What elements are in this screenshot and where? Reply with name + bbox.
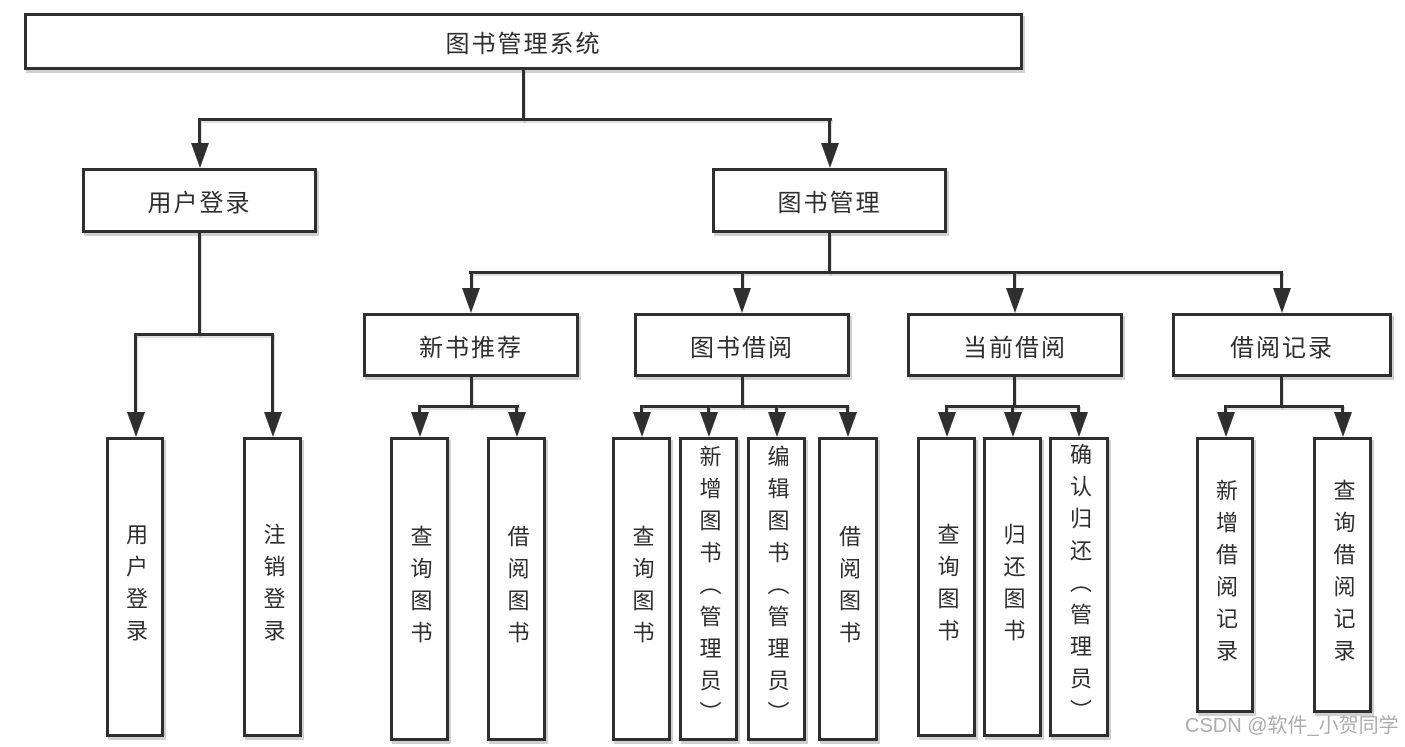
connector-drop-query3 <box>945 405 948 415</box>
arrow-down-confirm-return <box>1070 412 1088 437</box>
connector-drop-user-login <box>198 118 201 148</box>
connector-book-borrow-stem <box>741 377 744 408</box>
connector-new-book-rail <box>418 405 519 408</box>
connector-drop-borrow-records <box>1280 271 1283 290</box>
connector-book-mgmt-rail <box>469 271 1283 274</box>
node-book-management-label: 图书管理 <box>777 190 882 217</box>
node-user-login-label: 用户登录 <box>147 190 252 217</box>
connector-root-stem <box>522 70 525 121</box>
connector-book-borrow-rail <box>640 405 849 408</box>
arrow-down-add-record <box>1217 412 1235 437</box>
connector-drop-borrow1 <box>515 405 518 415</box>
connector-drop-query1 <box>418 405 421 415</box>
arrow-down-edit-book <box>768 412 786 437</box>
leaf-return-book-label: 归还图书 <box>1000 523 1026 651</box>
leaf-add-book-admin: 新增图书（管理员） <box>679 437 738 741</box>
node-book-borrow: 图书借阅 <box>634 313 850 377</box>
arrow-down-leaf-login <box>127 412 145 437</box>
connector-drop-confirm-return <box>1077 405 1080 415</box>
leaf-borrow-books-2-label: 借阅图书 <box>836 525 861 653</box>
connector-drop-book-borrow <box>741 271 744 290</box>
node-user-login: 用户登录 <box>82 168 317 233</box>
leaf-query-borrow-record-label: 查询借阅记录 <box>1330 479 1356 671</box>
connector-current-borrow-stem <box>1013 377 1016 408</box>
leaf-user-login-label: 用户登录 <box>123 523 148 651</box>
node-borrow-records: 借阅记录 <box>1172 313 1392 377</box>
leaf-add-borrow-record: 新增借阅记录 <box>1196 437 1254 713</box>
leaf-edit-book-admin-label: 编辑图书（管理员） <box>764 445 790 733</box>
leaf-edit-book-admin: 编辑图书（管理员） <box>747 437 806 741</box>
arrow-down-book-borrow <box>733 288 751 313</box>
arrow-down-new-book <box>462 288 480 313</box>
connector-drop-leaf-logout <box>271 333 274 415</box>
leaf-query-borrow-record: 查询借阅记录 <box>1313 437 1372 713</box>
node-library-system: 图书管理系统 <box>24 13 1023 70</box>
leaf-query-books-recommend-label: 查询图书 <box>407 525 433 653</box>
node-new-book-recommend-label: 新书推荐 <box>419 334 523 362</box>
connector-drop-query-record <box>1341 405 1344 415</box>
connector-drop-leaf-login <box>134 333 137 415</box>
connector-drop-query2 <box>640 405 643 415</box>
leaf-logout: 注销登录 <box>243 437 302 737</box>
leaf-confirm-return-admin: 确认归还（管理员） <box>1049 437 1109 737</box>
arrow-down-return-book <box>1004 412 1022 437</box>
leaf-query-books-recommend: 查询图书 <box>390 437 449 741</box>
leaf-confirm-return-admin-label: 确认归还（管理员） <box>1067 443 1092 731</box>
arrow-down-borrow1 <box>508 412 526 437</box>
leaf-query-books-borrow: 查询图书 <box>612 437 671 741</box>
connector-drop-add-record <box>1224 405 1227 415</box>
leaf-return-book: 归还图书 <box>983 437 1042 737</box>
arrow-down-current-borrow <box>1006 288 1024 313</box>
leaf-borrow-books-recommend: 借阅图书 <box>487 437 546 741</box>
csdn-watermark: CSDN @软件_小贺同学 <box>1185 715 1399 737</box>
connector-new-book-stem <box>470 377 473 408</box>
connector-user-login-rail <box>134 333 274 336</box>
connector-drop-current-borrow <box>1013 271 1016 290</box>
leaf-logout-label: 注销登录 <box>260 523 286 651</box>
leaf-add-book-admin-label: 新增图书（管理员） <box>696 445 722 733</box>
arrow-down-borrow2 <box>839 412 857 437</box>
arrow-down-add-book <box>700 412 718 437</box>
node-current-borrow: 当前借阅 <box>907 313 1123 377</box>
arrow-down-query3 <box>938 412 956 437</box>
connector-drop-edit-book <box>775 405 778 415</box>
connector-root-rail <box>198 118 832 121</box>
leaf-query-books-current: 查询图书 <box>917 437 976 737</box>
arrow-down-query1 <box>411 412 429 437</box>
arrow-down-user-login <box>191 143 209 168</box>
leaf-query-books-current-label: 查询图书 <box>934 523 960 651</box>
arrow-down-borrow-records <box>1273 288 1291 313</box>
connector-book-mgmt-stem <box>828 233 831 274</box>
connector-borrow-records-rail <box>1224 405 1344 408</box>
arrow-down-query-record <box>1334 412 1352 437</box>
connector-drop-book-mgmt <box>828 118 831 148</box>
arrow-down-book-mgmt <box>821 143 839 168</box>
node-new-book-recommend: 新书推荐 <box>363 313 579 377</box>
node-book-management: 图书管理 <box>712 168 947 233</box>
leaf-borrow-books-2: 借阅图书 <box>818 437 878 741</box>
node-borrow-records-label: 借阅记录 <box>1230 334 1334 362</box>
leaf-add-borrow-record-label: 新增借阅记录 <box>1213 479 1238 671</box>
node-current-borrow-label: 当前借阅 <box>963 334 1067 362</box>
connector-drop-new-book <box>470 271 473 290</box>
connector-drop-return-book <box>1011 405 1014 415</box>
node-book-borrow-label: 图书借阅 <box>690 334 794 362</box>
connector-drop-add-book <box>707 405 710 415</box>
arrow-down-leaf-logout <box>264 412 282 437</box>
connector-user-login-stem <box>198 233 201 336</box>
arrow-down-query2 <box>633 412 651 437</box>
leaf-user-login: 用户登录 <box>106 437 164 737</box>
node-library-system-label: 图书管理系统 <box>445 31 602 58</box>
connector-drop-borrow2 <box>846 405 849 415</box>
leaf-query-books-borrow-label: 查询图书 <box>629 525 655 653</box>
leaf-borrow-books-recommend-label: 借阅图书 <box>504 525 530 653</box>
connector-borrow-records-stem <box>1280 377 1283 408</box>
